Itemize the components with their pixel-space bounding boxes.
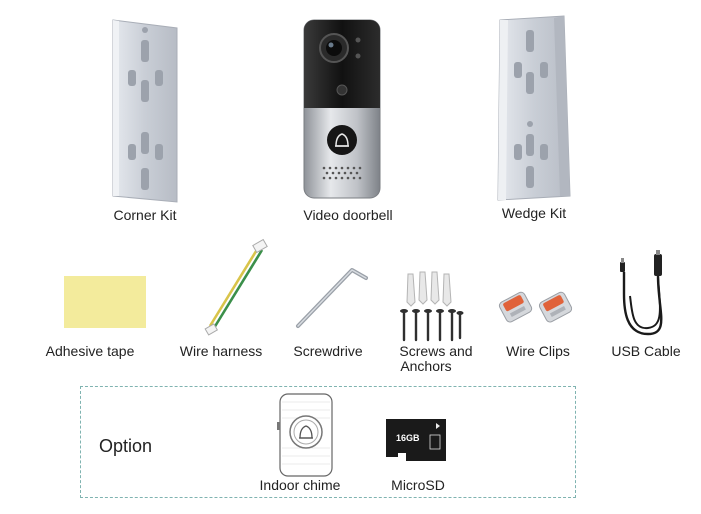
- microsd-icon: 16GB: [386, 419, 446, 461]
- usb-cable-label: USB Cable: [611, 343, 681, 359]
- screws-anchors-label-line1: Screws and: [399, 343, 473, 359]
- corner-kit-icon: [112, 19, 178, 203]
- usb-cable-icon: [620, 250, 663, 336]
- microsd-capacity-text: 16GB: [396, 433, 420, 443]
- wedge-kit-icon: [497, 15, 571, 201]
- screwdriver-icon: [296, 268, 368, 328]
- wire-harness-label: Wire harness: [179, 343, 263, 359]
- screws-anchors-label-line2: Anchors: [400, 358, 452, 374]
- screws-anchors-icon: [400, 271, 464, 342]
- wire-clips-label: Wire Clips: [506, 343, 570, 359]
- adhesive-tape-icon: [64, 276, 146, 328]
- video-doorbell-icon: [303, 19, 381, 199]
- adhesive-tape-label: Adhesive tape: [45, 343, 135, 359]
- wire-clips-icon: [498, 291, 573, 323]
- screwdrive-label: Screwdrive: [293, 343, 363, 359]
- indoor-chime-icon: [277, 393, 333, 477]
- option-title: Option: [99, 436, 153, 456]
- microsd-label: MicroSD: [391, 477, 445, 493]
- wire-harness-icon: [204, 238, 268, 336]
- indoor-chime-label: Indoor chime: [259, 477, 341, 493]
- option-box: [80, 386, 576, 498]
- wedge-kit-label: Wedge Kit: [501, 205, 567, 221]
- video-doorbell-label: Video doorbell: [303, 207, 393, 223]
- corner-kit-label: Corner Kit: [113, 207, 177, 223]
